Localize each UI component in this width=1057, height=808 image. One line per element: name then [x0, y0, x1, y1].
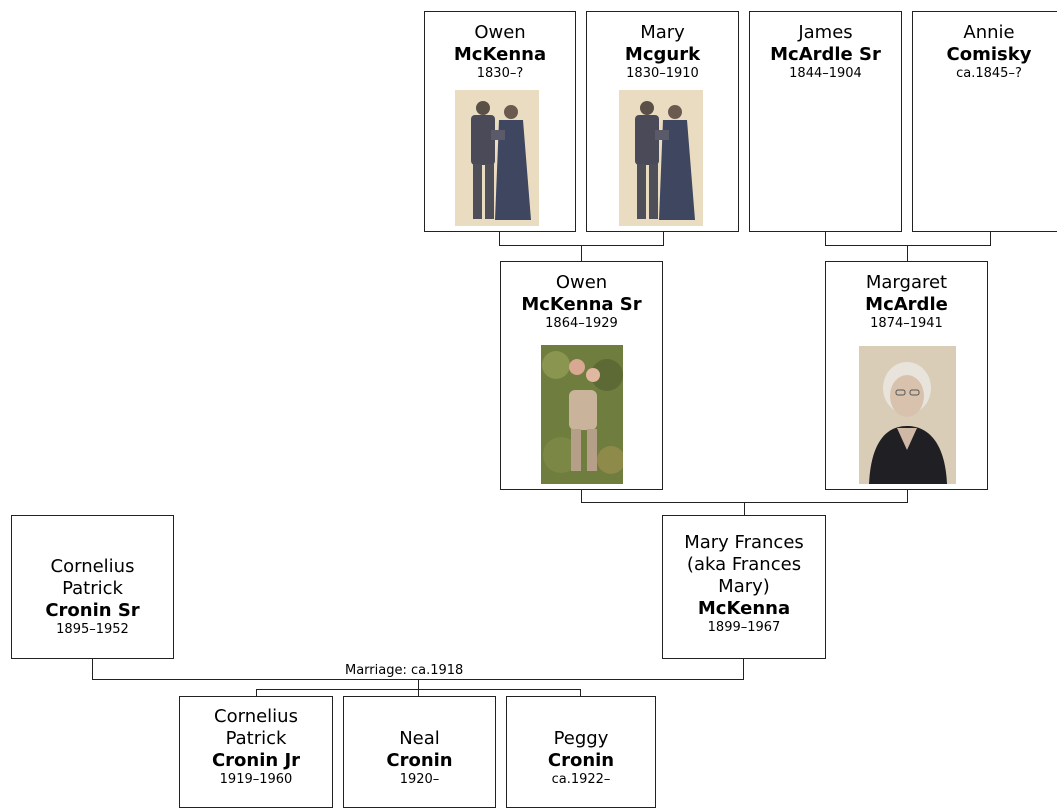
- alias-name: (aka Frances: [686, 554, 802, 575]
- connector-line: [581, 245, 582, 261]
- surname: McArdle Sr: [770, 44, 881, 65]
- surname: McKenna: [453, 44, 547, 65]
- marriage-label: Marriage: ca.1918: [345, 663, 464, 678]
- life-dates: 1864–1929: [545, 316, 618, 331]
- portrait-photo: [859, 346, 956, 484]
- given-name: Neal: [399, 728, 440, 749]
- surname: Mcgurk: [624, 44, 701, 65]
- connector-line: [990, 232, 991, 245]
- surname: Cronin: [547, 750, 615, 771]
- connector-line: [825, 245, 991, 246]
- given-name: Mary: [640, 22, 685, 43]
- given-name: Cornelius: [50, 556, 135, 577]
- given-name: Mary Frances: [684, 532, 804, 553]
- given-name: Cornelius: [214, 706, 298, 727]
- life-dates: 1830–1910: [626, 66, 699, 81]
- life-dates: 1830–?: [476, 66, 524, 81]
- middle-name: Patrick: [225, 728, 287, 749]
- connector-line: [256, 689, 257, 696]
- portrait-photo: [541, 345, 623, 484]
- person-card-annie-comisky[interactable]: Annie Comisky ca.1845–?: [912, 11, 1057, 232]
- connector-line: [907, 245, 908, 261]
- given-name: Owen: [474, 22, 526, 43]
- given-name: Owen: [555, 272, 608, 293]
- person-card-mary-mcgurk[interactable]: Mary Mcgurk 1830–1910: [586, 11, 739, 232]
- life-dates: 1895–1952: [56, 622, 129, 637]
- surname: McKenna Sr: [521, 294, 642, 315]
- person-card-cornelius-cronin-jr[interactable]: Cornelius Patrick Cronin Jr 1919–1960: [179, 696, 333, 808]
- connector-line: [499, 232, 500, 245]
- surname: McArdle: [865, 294, 948, 315]
- surname: Cronin Sr: [45, 600, 140, 621]
- given-name: Margaret: [865, 272, 948, 293]
- surname: Comisky: [946, 44, 1032, 65]
- life-dates: 1874–1941: [870, 316, 943, 331]
- person-card-margaret-mcardle[interactable]: Margaret McArdle 1874–1941: [825, 261, 988, 490]
- connector-line: [744, 502, 745, 515]
- life-dates: 1899–1967: [707, 620, 781, 635]
- connector-line: [743, 659, 744, 679]
- person-card-neal-cronin[interactable]: Neal Cronin 1920–: [343, 696, 496, 808]
- connector-line: [92, 659, 93, 679]
- life-dates: 1919–1960: [219, 772, 293, 787]
- middle-name: Patrick: [62, 578, 123, 599]
- connector-line: [825, 232, 826, 245]
- alias-name-cont: Mary): [718, 576, 770, 597]
- couple-photo: [455, 90, 539, 226]
- person-card-cornelius-cronin-sr[interactable]: Cornelius Patrick Cronin Sr 1895–1952: [11, 515, 174, 659]
- given-name: Annie: [963, 22, 1015, 43]
- person-card-owen-mckenna-sr[interactable]: Owen McKenna Sr 1864–1929: [500, 261, 663, 490]
- connector-line: [418, 689, 419, 696]
- life-dates: 1844–1904: [789, 66, 862, 81]
- person-card-james-mcardle-sr[interactable]: James McArdle Sr 1844–1904: [749, 11, 902, 232]
- surname: Cronin Jr: [211, 750, 301, 771]
- surname: McKenna: [697, 598, 791, 619]
- given-name: Peggy: [553, 728, 609, 749]
- surname: Cronin: [386, 750, 453, 771]
- person-card-peggy-cronin[interactable]: Peggy Cronin ca.1922–: [506, 696, 656, 808]
- couple-photo: [619, 90, 703, 226]
- connector-line: [663, 232, 664, 245]
- given-name: James: [798, 22, 853, 43]
- life-dates: ca.1922–: [551, 772, 611, 787]
- connector-line: [907, 490, 908, 502]
- connector-line: [581, 490, 582, 502]
- person-card-owen-mckenna[interactable]: Owen McKenna 1830–?: [424, 11, 576, 232]
- connector-line: [580, 689, 581, 696]
- life-dates: 1920–: [399, 772, 440, 787]
- connector-line: [418, 679, 419, 689]
- person-card-mary-frances-mckenna[interactable]: Mary Frances (aka Frances Mary) McKenna …: [662, 515, 826, 659]
- life-dates: ca.1845–?: [956, 66, 1022, 81]
